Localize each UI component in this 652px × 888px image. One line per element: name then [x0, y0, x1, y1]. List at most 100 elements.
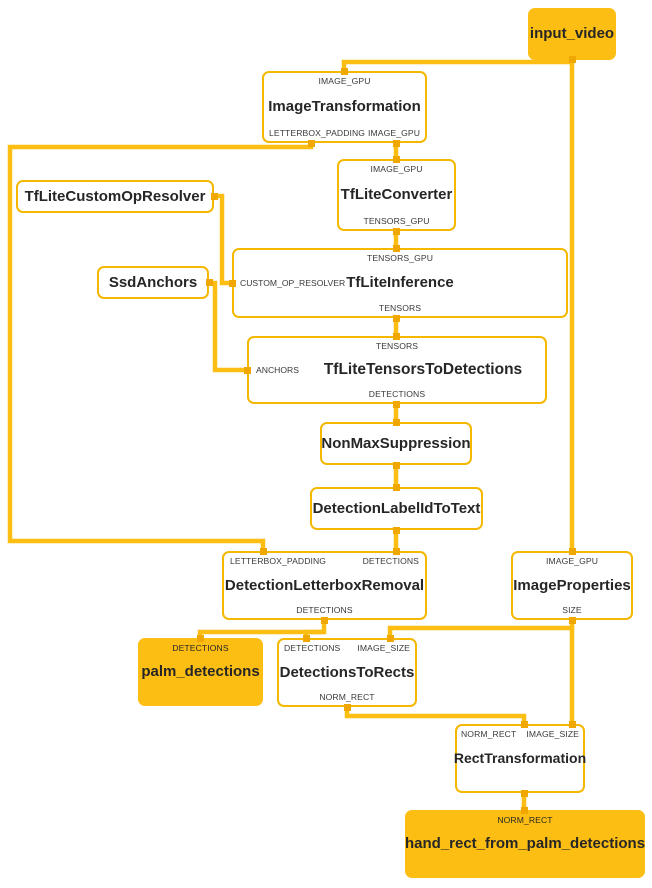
port-in-image-size: IMAGE_SIZE [526, 729, 579, 739]
pin-ssd-anchors-out [206, 279, 213, 286]
port-out-detections: DETECTIONS [296, 605, 353, 615]
node-image-transformation-outputs: LETTERBOX_PADDING IMAGE_GPU [264, 128, 425, 138]
pin-detection-letterbox-removal-in-detections [393, 548, 400, 555]
pin-tflite-inference-side-in [229, 280, 236, 287]
pin-tensors-to-detections-in [393, 333, 400, 340]
node-image-properties-inputs: IMAGE_GPU [513, 556, 631, 566]
node-image-properties[interactable]: IMAGE_GPU ImageProperties SIZE [511, 551, 633, 620]
node-tflite-inference[interactable]: TENSORS_GPU TfLiteInference TENSORS CUST… [232, 248, 568, 318]
node-rect-transformation-inputs: NORM_RECT IMAGE_SIZE [457, 729, 583, 739]
pin-tflite-inference-out [393, 315, 400, 322]
node-detections-to-rects[interactable]: DETECTIONS IMAGE_SIZE DetectionsToRects … [277, 638, 417, 707]
port-in-detections: DETECTIONS [172, 643, 229, 653]
port-in-letterbox-padding: LETTERBOX_PADDING [230, 556, 327, 566]
node-palm-detections-inputs: DETECTIONS [140, 643, 261, 653]
node-tflite-inference-outputs: TENSORS [234, 303, 566, 313]
node-palm-detections[interactable]: DETECTIONS palm_detections [138, 638, 263, 706]
pin-image-transformation-out-letterbox [308, 140, 315, 147]
pin-detections-to-rects-in-detections [303, 635, 310, 642]
node-detections-to-rects-title: DetectionsToRects [279, 663, 415, 681]
node-detection-label-id-to-text[interactable]: DetectionLabelIdToText [310, 487, 483, 530]
pin-tflite-custom-op-resolver-out [211, 193, 218, 200]
node-input-video[interactable]: input_video [528, 8, 616, 60]
pin-detection-label-id-to-text-in [393, 484, 400, 491]
pin-image-transformation-in [341, 68, 348, 75]
pin-tflite-inference-in [393, 245, 400, 252]
node-ssd-anchors[interactable]: SsdAnchors [97, 266, 209, 299]
pin-hand-rect-in [521, 807, 528, 814]
node-image-transformation-inputs: IMAGE_GPU [264, 76, 425, 86]
node-hand-rect-from-palm-detections[interactable]: NORM_RECT hand_rect_from_palm_detections [405, 810, 645, 878]
node-rect-transformation[interactable]: NORM_RECT IMAGE_SIZE RectTransformation [453, 724, 587, 793]
port-side-custom-op-resolver: CUSTOM_OP_RESOLVER [240, 278, 346, 288]
node-detection-letterbox-removal-title: DetectionLetterboxRemoval [224, 576, 425, 594]
port-out-detections: DETECTIONS [368, 389, 426, 399]
pin-image-properties-out [569, 617, 576, 624]
port-in-tensors-gpu: TENSORS_GPU [366, 253, 434, 263]
port-out-image-gpu: IMAGE_GPU [368, 128, 420, 138]
node-image-properties-outputs: SIZE [513, 605, 631, 615]
pin-detections-to-rects-out [344, 704, 351, 711]
port-out-norm-rect: NORM_RECT [319, 692, 375, 702]
node-hand-rect-title: hand_rect_from_palm_detections [404, 835, 646, 853]
node-tflite-custom-op-resolver-title: TfLiteCustomOpResolver [24, 187, 206, 205]
port-out-letterbox-padding: LETTERBOX_PADDING [269, 128, 366, 138]
port-in-detections: DETECTIONS [284, 643, 341, 653]
pin-input-video-out [569, 56, 576, 63]
pin-image-properties-in [569, 548, 576, 555]
node-image-transformation[interactable]: IMAGE_GPU ImageTransformation LETTERBOX_… [262, 71, 427, 143]
edge-input-video-to-image-transformation [341, 59, 575, 71]
pin-tflite-converter-in [393, 156, 400, 163]
port-out-tensors-gpu: TENSORS_GPU [363, 216, 430, 226]
node-detections-to-rects-outputs: NORM_RECT [279, 692, 415, 702]
port-in-tensors: TENSORS [375, 341, 419, 351]
port-in-image-gpu: IMAGE_GPU [546, 556, 598, 566]
edge-custom-op-resolver-to-tflite-inference [214, 193, 232, 286]
pin-palm-detections-in [197, 635, 204, 642]
node-tensors-to-detections-title: TfLiteTensorsToDetections [323, 360, 523, 378]
node-detection-letterbox-removal-inputs: LETTERBOX_PADDING DETECTIONS [224, 556, 425, 566]
pin-tensors-to-detections-out [393, 401, 400, 408]
port-in-image-size: IMAGE_SIZE [357, 643, 410, 653]
port-in-image-gpu: IMAGE_GPU [318, 76, 371, 86]
pin-rect-transformation-in-norm-rect [521, 721, 528, 728]
pin-image-transformation-out-image [393, 140, 400, 147]
node-tensors-to-detections-outputs: DETECTIONS [249, 389, 545, 399]
node-detection-letterbox-removal[interactable]: LETTERBOX_PADDING DETECTIONS DetectionLe… [222, 551, 427, 620]
node-non-max-suppression[interactable]: NonMaxSuppression [320, 422, 472, 465]
edge-image-properties-to-detections-to-rects [387, 620, 575, 638]
port-side-anchors: ANCHORS [256, 365, 299, 375]
pin-detection-letterbox-removal-in-padding [260, 548, 267, 555]
pin-detection-letterbox-removal-out [321, 617, 328, 624]
node-hand-rect-inputs: NORM_RECT [407, 815, 643, 825]
node-detection-letterbox-removal-outputs: DETECTIONS [224, 605, 425, 615]
node-tflite-custom-op-resolver[interactable]: TfLiteCustomOpResolver [16, 180, 214, 213]
node-ssd-anchors-title: SsdAnchors [108, 273, 198, 291]
port-out-size: SIZE [562, 605, 582, 615]
node-tflite-converter-inputs: IMAGE_GPU [339, 164, 454, 174]
node-tflite-tensors-to-detections[interactable]: TENSORS TfLiteTensorsToDetections DETECT… [247, 336, 547, 404]
node-non-max-suppression-title: NonMaxSuppression [321, 434, 471, 452]
port-out-tensors: TENSORS [378, 303, 422, 313]
pin-non-max-suppression-out [393, 462, 400, 469]
node-image-transformation-title: ImageTransformation [268, 98, 421, 116]
pin-rect-transformation-out [521, 790, 528, 797]
node-tflite-inference-title: TfLiteInference [346, 274, 454, 292]
node-tflite-converter-title: TfLiteConverter [340, 186, 453, 204]
node-detections-to-rects-inputs: DETECTIONS IMAGE_SIZE [279, 643, 415, 653]
port-in-norm-rect: NORM_RECT [461, 729, 517, 739]
port-in-image-gpu: IMAGE_GPU [370, 164, 423, 174]
edge-detections-to-rects-to-rect-transformation [344, 707, 527, 724]
port-in-norm-rect: NORM_RECT [497, 815, 553, 825]
node-tflite-inference-inputs: TENSORS_GPU [234, 253, 566, 263]
pin-tensors-to-detections-side-in [244, 367, 251, 374]
node-rect-transformation-title: RectTransformation [453, 750, 587, 767]
port-in-detections: DETECTIONS [362, 556, 419, 566]
node-detection-label-id-to-text-title: DetectionLabelIdToText [312, 499, 481, 517]
node-tensors-to-detections-inputs: TENSORS [249, 341, 545, 351]
pin-detections-to-rects-in-image-size [387, 635, 394, 642]
node-input-video-title: input_video [529, 25, 615, 43]
node-tflite-converter[interactable]: IMAGE_GPU TfLiteConverter TENSORS_GPU [337, 159, 456, 231]
node-image-properties-title: ImageProperties [513, 576, 631, 594]
